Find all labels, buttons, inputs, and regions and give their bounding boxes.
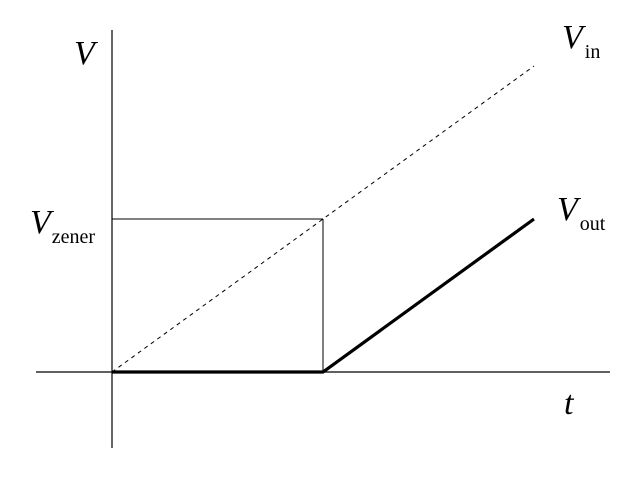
series-vout-label: V out	[557, 191, 606, 235]
y-axis-label: V	[74, 35, 99, 72]
series-vin-label: V in	[562, 19, 600, 63]
vout-label-sub: out	[580, 213, 606, 235]
series-vout-line	[112, 217, 535, 374]
x-axis-label: t	[564, 385, 575, 422]
vout-label-main: V	[557, 191, 582, 228]
series-vin-line	[111, 65, 535, 373]
vzener-label-sub: zener	[52, 226, 96, 248]
vin-label-sub: in	[585, 41, 601, 63]
vzener-tick-label: V zener	[30, 204, 95, 248]
vin-label-main: V	[562, 19, 587, 56]
